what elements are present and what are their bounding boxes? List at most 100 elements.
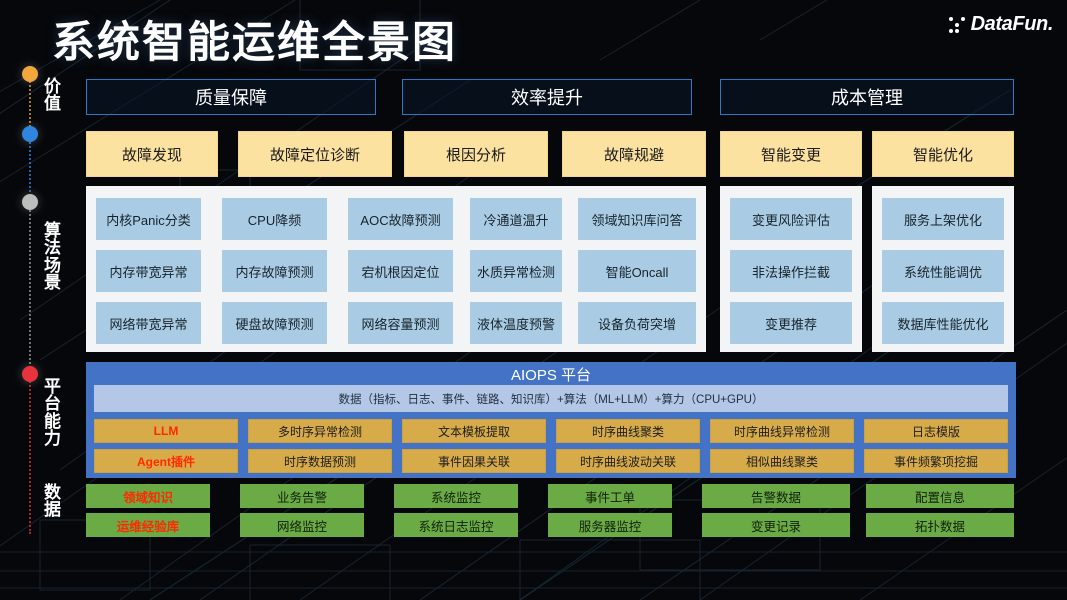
algorithm-cell-label: 液体温度预警 [476, 316, 555, 332]
rail-label-platform: 平台能力 [44, 377, 62, 448]
data-cell-5-0[interactable]: 配置信息 [866, 484, 1014, 508]
algorithm-cell-3-1[interactable]: 水质异常检测 [470, 250, 562, 292]
data-cell-0-0[interactable]: 领域知识 [86, 484, 210, 508]
algorithm-cell-4-1[interactable]: 智能Oncall [578, 250, 696, 292]
data-cell-label: 配置信息 [914, 490, 965, 505]
capability-cell-0-1[interactable]: Agent插件 [94, 449, 238, 473]
algorithm-cell-label: 内核Panic分类 [106, 212, 191, 228]
algorithm-cell-6-2[interactable]: 数据库性能优化 [882, 302, 1004, 344]
capability-cell-label: 时序曲线波动关联 [579, 454, 676, 469]
algorithm-cell-label: 硬盘故障预测 [235, 316, 314, 332]
value-box-efficiency-label: 效率提升 [511, 88, 583, 108]
algorithm-cell-4-2[interactable]: 设备负荷突增 [578, 302, 696, 344]
value-box-cost-label: 成本管理 [831, 88, 903, 108]
capability-cell-2-0[interactable]: 文本模板提取 [402, 419, 546, 443]
algorithm-cell-6-0[interactable]: 服务上架优化 [882, 198, 1004, 240]
rail-label-value: 价值 [44, 77, 62, 114]
logo-dots-icon [948, 16, 965, 33]
data-cell-1-1[interactable]: 网络监控 [240, 513, 364, 537]
aiops-caption: AIOPS 平台 [510, 367, 592, 384]
algorithm-cell-label: 宕机根因定位 [361, 264, 440, 280]
scenario-tile-5[interactable]: 智能优化 [872, 131, 1014, 177]
rail-dot-platform [22, 366, 38, 382]
data-cell-label: 变更记录 [750, 519, 801, 534]
rail-dot-quality [22, 126, 38, 142]
capability-cell-label: 时序曲线聚类 [591, 424, 664, 439]
algorithm-cell-2-1[interactable]: 宕机根因定位 [348, 250, 453, 292]
algorithm-cell-0-2[interactable]: 网络带宽异常 [96, 302, 201, 344]
data-cell-4-0[interactable]: 告警数据 [702, 484, 850, 508]
scenario-tile-1-label: 故障定位诊断 [269, 146, 360, 164]
algorithm-cell-6-1[interactable]: 系统性能调优 [882, 250, 1004, 292]
algorithm-cell-label: 网络容量预测 [361, 316, 440, 332]
algorithm-cell-label: 变更推荐 [764, 316, 817, 332]
capability-cell-5-1[interactable]: 事件频繁项挖掘 [864, 449, 1008, 473]
scenario-tile-3-label: 故障规避 [603, 146, 664, 164]
algorithm-cell-3-0[interactable]: 冷通道温升 [470, 198, 562, 240]
capability-cell-0-0[interactable]: LLM [94, 419, 238, 443]
scenario-tile-0-label: 故障发现 [121, 146, 182, 164]
data-cell-4-1[interactable]: 变更记录 [702, 513, 850, 537]
algorithm-cell-label: 内存带宽异常 [109, 264, 188, 280]
capability-cell-label: 文本模板提取 [437, 424, 510, 439]
aiops-platform-panel: AIOPS 平台 数据（指标、日志、事件、链路、知识库）+算法（ML+LLM）+… [86, 362, 1016, 478]
capability-cell-4-0[interactable]: 时序曲线异常检测 [710, 419, 854, 443]
scenario-tile-4[interactable]: 智能变更 [720, 131, 862, 177]
scenario-tile-3[interactable]: 故障规避 [562, 131, 706, 177]
algorithm-cell-0-0[interactable]: 内核Panic分类 [96, 198, 201, 240]
logo-text: DataFun. [970, 13, 1054, 35]
algorithm-cell-label: 数据库性能优化 [897, 316, 989, 332]
capability-cell-label: 事件频繁项挖掘 [893, 454, 978, 469]
scenario-tile-1[interactable]: 故障定位诊断 [238, 131, 392, 177]
value-box-quality[interactable]: 质量保障 [86, 79, 376, 115]
value-box-quality-label: 质量保障 [195, 88, 267, 108]
algorithm-cell-1-1[interactable]: 内存故障预测 [222, 250, 327, 292]
algorithm-cell-label: 冷通道温升 [483, 212, 549, 228]
data-cell-2-1[interactable]: 系统日志监控 [394, 513, 518, 537]
algorithm-cell-label: 网络带宽异常 [109, 316, 188, 332]
data-cell-label: 告警数据 [750, 490, 801, 505]
algorithm-cell-5-0[interactable]: 变更风险评估 [730, 198, 852, 240]
algorithm-cell-2-2[interactable]: 网络容量预测 [348, 302, 453, 344]
algorithm-cell-2-0[interactable]: AOC故障预测 [348, 198, 453, 240]
capability-cell-3-0[interactable]: 时序曲线聚类 [556, 419, 700, 443]
capability-cell-1-1[interactable]: 时序数据预测 [248, 449, 392, 473]
algorithm-cell-1-2[interactable]: 硬盘故障预测 [222, 302, 327, 344]
algorithm-cell-3-2[interactable]: 液体温度预警 [470, 302, 562, 344]
capability-cell-4-1[interactable]: 相似曲线聚类 [710, 449, 854, 473]
data-cell-label: 事件工单 [584, 490, 635, 505]
scenario-tile-5-label: 智能优化 [912, 146, 973, 164]
aiops-data-bar: 数据（指标、日志、事件、链路、知识库）+算法（ML+LLM）+算力（CPU+GP… [94, 385, 1008, 412]
data-cell-label: 业务告警 [276, 490, 327, 505]
scenario-tile-2[interactable]: 根因分析 [404, 131, 548, 177]
algorithm-cell-4-0[interactable]: 领域知识库问答 [578, 198, 696, 240]
capability-cell-3-1[interactable]: 时序曲线波动关联 [556, 449, 700, 473]
data-cell-3-1[interactable]: 服务器监控 [548, 513, 672, 537]
algorithm-cell-label: CPU降频 [247, 212, 302, 228]
capability-cell-label: 相似曲线聚类 [745, 454, 818, 469]
algorithm-cell-5-1[interactable]: 非法操作拦截 [730, 250, 852, 292]
algorithm-cell-1-0[interactable]: CPU降频 [222, 198, 327, 240]
data-cell-label: 领域知识 [122, 490, 173, 505]
capability-cell-label: LLM [153, 424, 179, 438]
value-box-cost[interactable]: 成本管理 [720, 79, 1014, 115]
rail-dot-value [22, 66, 38, 82]
timeline-rail [22, 66, 38, 536]
scenario-tile-0[interactable]: 故障发现 [86, 131, 218, 177]
algorithm-cell-5-2[interactable]: 变更推荐 [730, 302, 852, 344]
capability-cell-2-1[interactable]: 事件因果关联 [402, 449, 546, 473]
data-cell-0-1[interactable]: 运维经验库 [86, 513, 210, 537]
scenario-tile-2-label: 根因分析 [445, 146, 506, 164]
data-cell-label: 拓扑数据 [914, 519, 965, 534]
data-cell-1-0[interactable]: 业务告警 [240, 484, 364, 508]
capability-cell-1-0[interactable]: 多时序异常检测 [248, 419, 392, 443]
data-cell-5-1[interactable]: 拓扑数据 [866, 513, 1014, 537]
value-box-efficiency[interactable]: 效率提升 [402, 79, 692, 115]
data-cell-2-0[interactable]: 系统监控 [394, 484, 518, 508]
rail-label-data: 数据 [44, 483, 62, 520]
capability-cell-label: 日志模版 [911, 424, 960, 439]
data-cell-3-0[interactable]: 事件工单 [548, 484, 672, 508]
algorithm-cell-label: 内存故障预测 [235, 264, 314, 280]
capability-cell-5-0[interactable]: 日志模版 [864, 419, 1008, 443]
algorithm-cell-0-1[interactable]: 内存带宽异常 [96, 250, 201, 292]
